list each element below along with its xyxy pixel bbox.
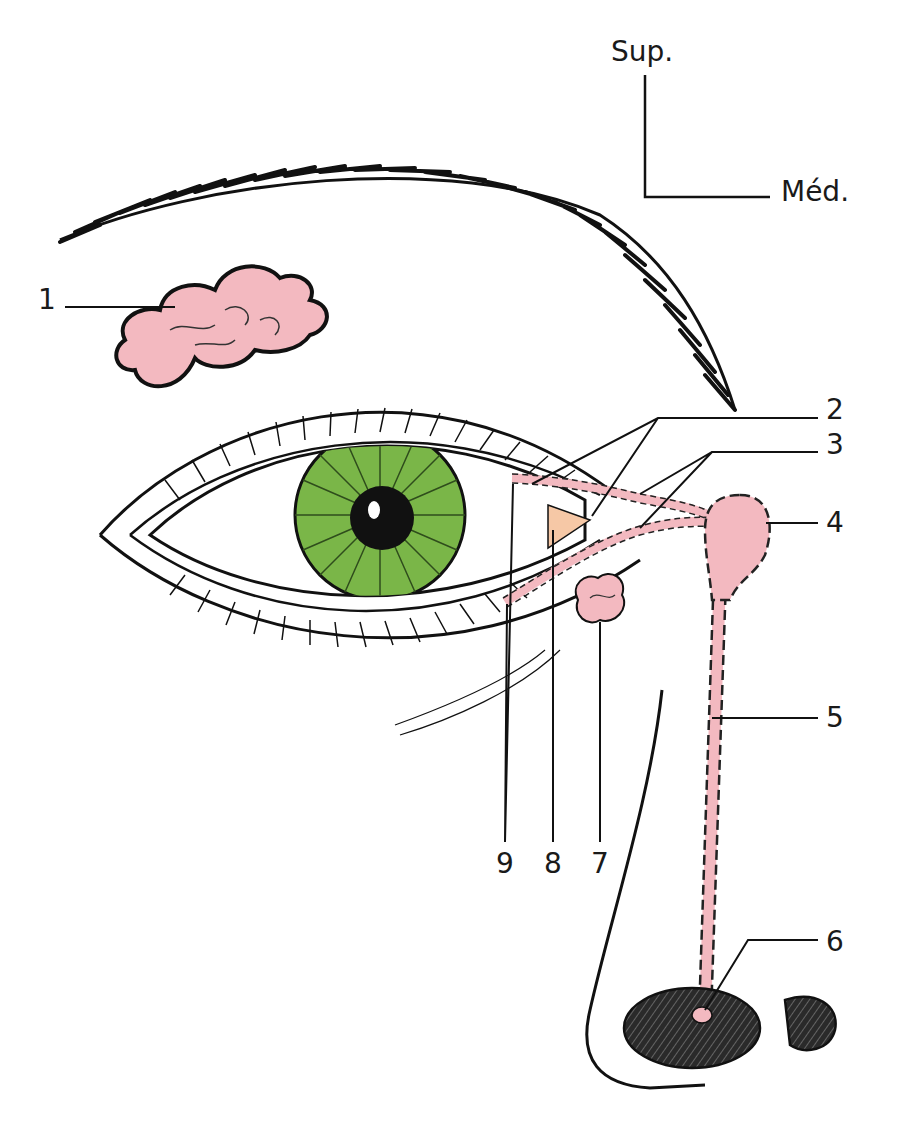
- callout-number: 8: [544, 850, 562, 878]
- lacrimal-sac: [705, 495, 770, 600]
- eyebrow: [60, 166, 735, 410]
- small-gland: [576, 574, 624, 622]
- callout-number: 1: [38, 286, 56, 314]
- callout-number: 3: [826, 431, 844, 459]
- lacrimal-caruncle: [548, 505, 590, 548]
- orientation-axes: [645, 75, 770, 197]
- skin-lines: [395, 650, 560, 735]
- callout-number: 5: [826, 704, 844, 732]
- leader-lines: [65, 307, 818, 1010]
- nostril: [785, 997, 836, 1050]
- eyeball: [295, 430, 465, 600]
- duct-opening: [692, 1007, 712, 1023]
- lacrimal-gland: [116, 266, 327, 386]
- callout-number: 9: [496, 850, 514, 878]
- gland-lobules: [170, 307, 279, 345]
- callout-number: 6: [826, 928, 844, 956]
- eyelashes: [165, 408, 575, 647]
- eyebrow-base: [60, 178, 735, 410]
- orientation-label: Méd.: [781, 178, 849, 206]
- nasolacrimal-duct: [699, 580, 726, 1015]
- callout-number: 4: [826, 509, 844, 537]
- callout-number: 7: [591, 850, 609, 878]
- callout-number: 2: [826, 396, 844, 424]
- orientation-label: Sup.: [611, 38, 673, 66]
- nostril: [624, 988, 760, 1068]
